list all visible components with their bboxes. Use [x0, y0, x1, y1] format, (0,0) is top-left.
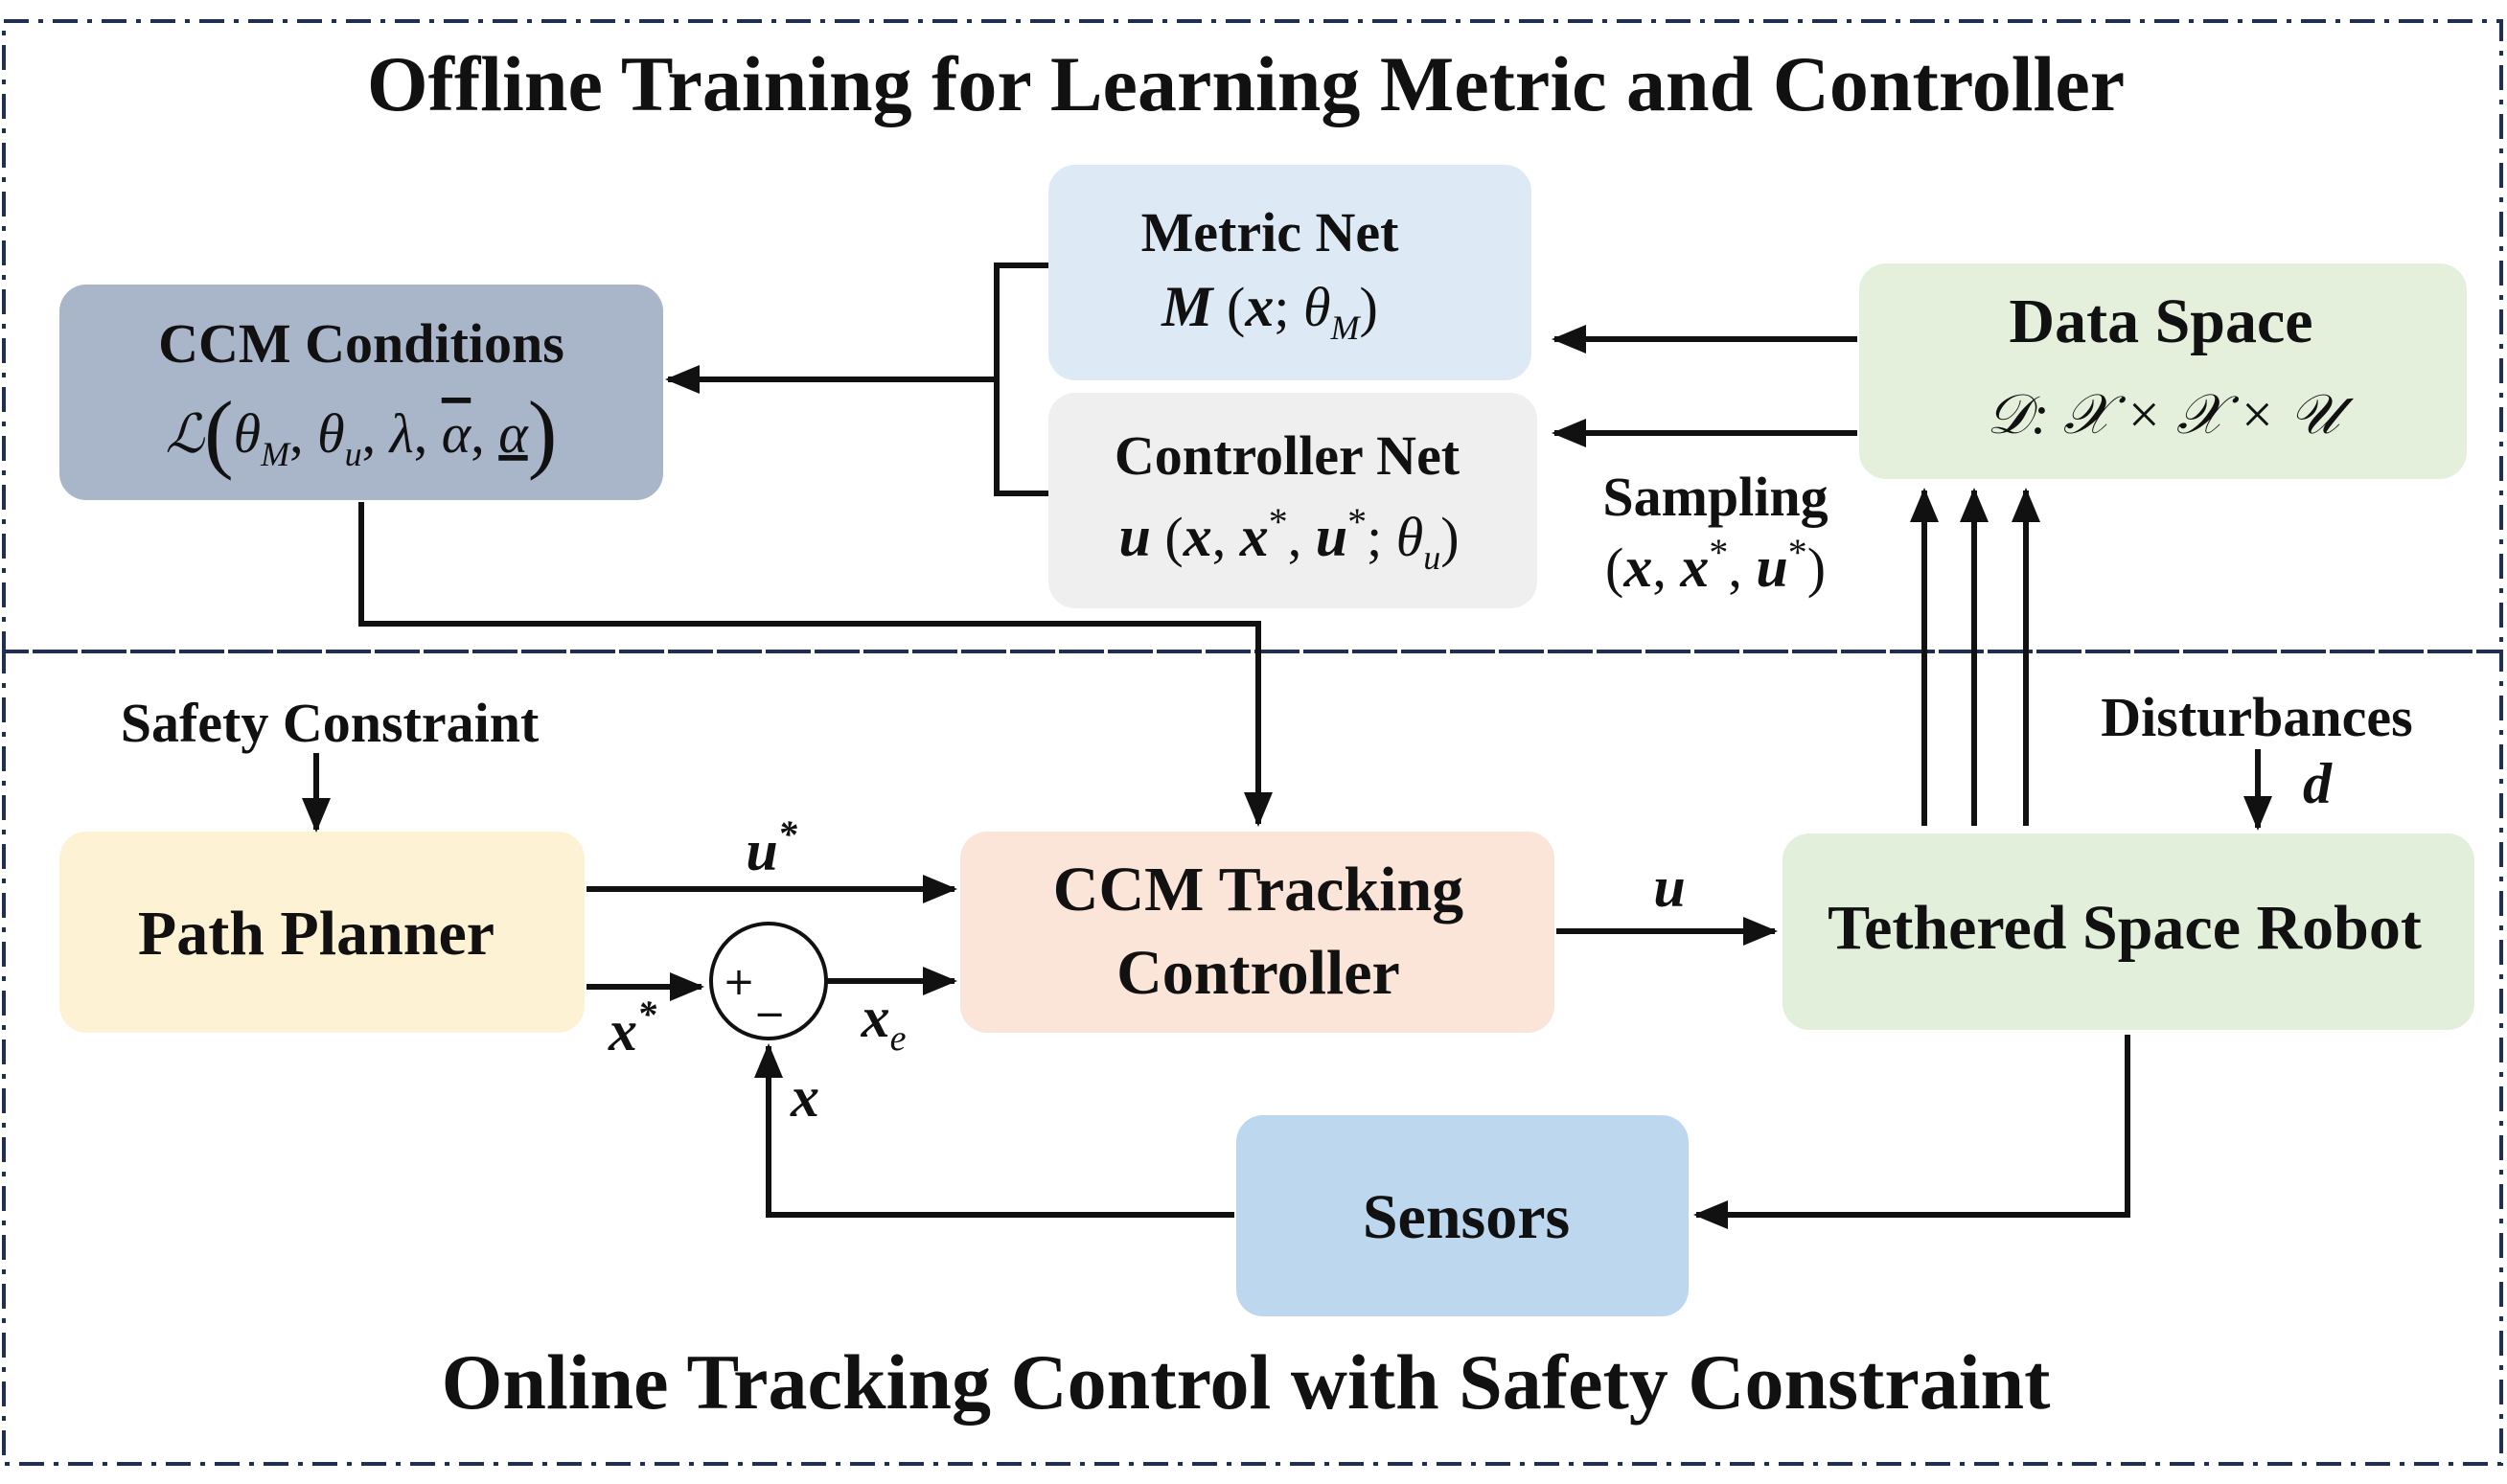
path-planner-box [59, 832, 585, 1033]
sampling-vars: (x, x*, u*) [1605, 531, 1826, 599]
x-star-label: x* [608, 993, 657, 1062]
controller-net-formula: u (x, x*, u*; θu) [1118, 500, 1459, 577]
ccm-conditions-box [59, 285, 663, 500]
offline-section-title: Offline Training for Learning Metric and… [367, 40, 2125, 127]
disturbances-label: Disturbances [2101, 686, 2412, 748]
data-space-box [1859, 263, 2467, 479]
ccm-tracking-line1: CCM Tracking [1053, 855, 1463, 925]
metric-net-formula: M (x; θM) [1161, 275, 1378, 347]
ccm-conditions-to-tracking-arrow [358, 502, 1273, 827]
metric-net-box [1048, 165, 1531, 380]
ccm-tracking-line2: Controller [1116, 938, 1400, 1008]
ccm-conditions-formula: ℒ(θM, θu, λ, α, α) [166, 383, 558, 481]
tethered-space-robot-box [1782, 833, 2474, 1030]
u-label: u [1653, 856, 1685, 919]
metric-net-title: Metric Net [1141, 201, 1400, 263]
path-planner-title: Path Planner [138, 899, 494, 969]
x-e-label: xe [861, 986, 907, 1059]
net-group-bracket [994, 263, 1048, 496]
data-space-formula: 𝒟: 𝒳 × 𝒳 × 𝒰 [1987, 383, 2355, 445]
ccm-tracking-controller-block[interactable]: CCM Tracking Controller [960, 832, 1554, 1033]
ccm-conditions-block[interactable]: CCM Conditions ℒ(θM, θu, λ, α, α) [59, 285, 663, 500]
controller-net-title: Controller Net [1115, 424, 1460, 487]
online-section-frame [2, 650, 2503, 1466]
sensors-block[interactable]: Sensors [1236, 1115, 1689, 1316]
tethered-space-robot-block[interactable]: Tethered Space Robot [1782, 833, 2474, 1030]
online-section-title: Online Tracking Control with Safety Cons… [442, 1338, 2051, 1426]
data-space-block[interactable]: Data Space 𝒟: 𝒳 × 𝒳 × 𝒰 [1859, 263, 2467, 479]
minus-sign: − [753, 993, 786, 1037]
ccm-tracking-controller-box [960, 832, 1554, 1033]
safety-constraint-label: Safety Constraint [121, 692, 540, 754]
path-planner-block[interactable]: Path Planner [59, 832, 585, 1033]
x-feedback-label: x [790, 1065, 819, 1129]
tethered-space-robot-title: Tethered Space Robot [1828, 893, 2422, 963]
robot-to-sensors-arrow [1693, 1035, 2130, 1229]
sensors-title: Sensors [1363, 1182, 1570, 1252]
controller-net-box [1048, 393, 1537, 608]
metric-net-block[interactable]: Metric Net M (x; θM) [1048, 165, 1531, 380]
plus-sign: + [723, 960, 755, 1004]
summing-junction: + − [709, 922, 828, 1040]
sampling-label: Sampling [1602, 466, 1828, 528]
sensors-feedback-arrow [754, 1043, 1234, 1218]
disturbance-d: d [2303, 752, 2333, 815]
ccm-conditions-title: CCM Conditions [158, 312, 564, 375]
controller-net-block[interactable]: Controller Net u (x, x*, u*; θu) [1048, 393, 1537, 608]
u-star-label: u* [746, 812, 797, 882]
data-space-title: Data Space [2009, 286, 2312, 356]
sensors-box [1236, 1115, 1689, 1316]
